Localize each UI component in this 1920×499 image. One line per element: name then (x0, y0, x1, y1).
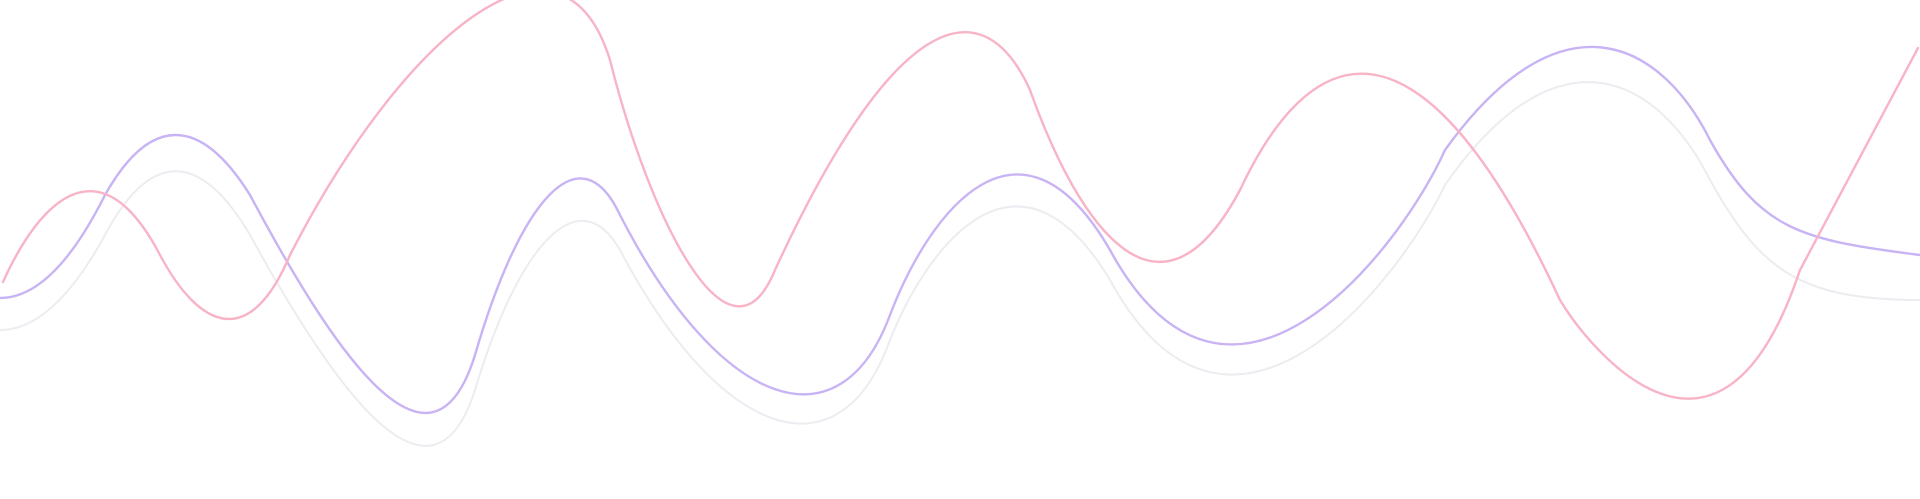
purple-wave-line (0, 45, 1920, 414)
shadow-wave-line (0, 81, 1920, 447)
pink-wave-line (1, 0, 1920, 400)
